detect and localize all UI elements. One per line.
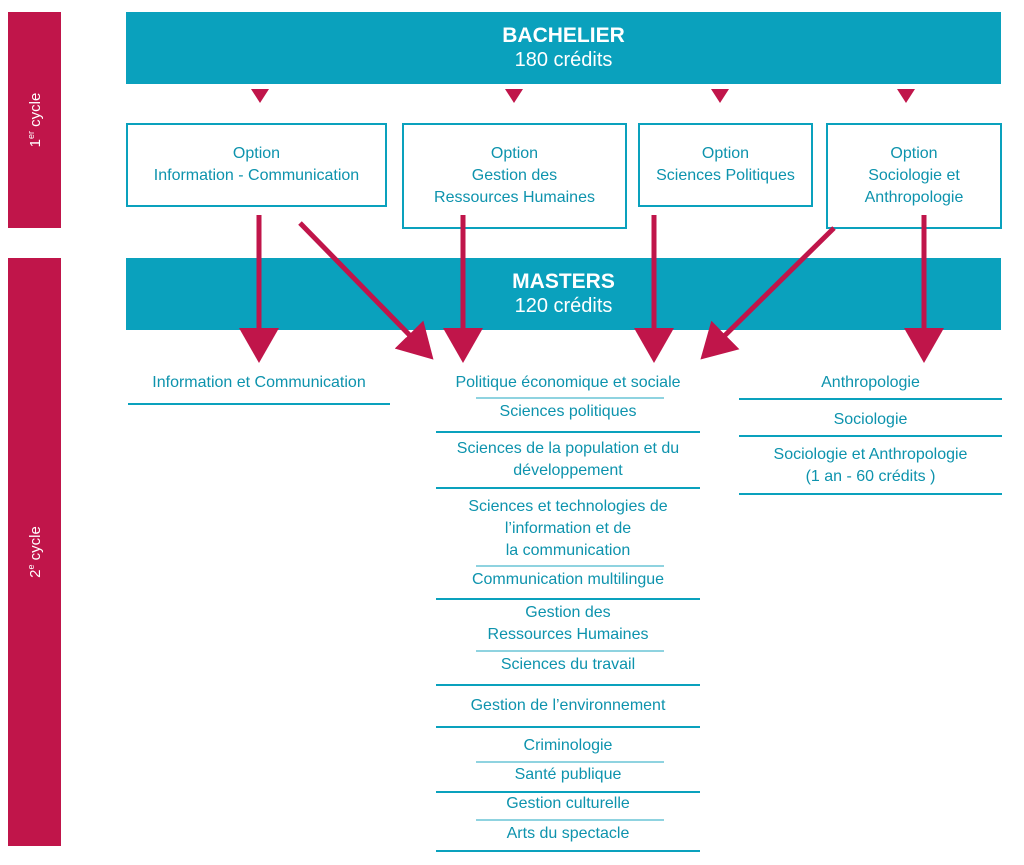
master-label-cont: (1 an - 60 crédits ) — [805, 468, 936, 485]
master-label: Santé publique — [514, 766, 622, 783]
option-name-cont: Anthropologie — [864, 189, 964, 206]
master-label: Anthropologie — [821, 374, 920, 391]
divider — [436, 850, 700, 852]
divider — [436, 726, 700, 728]
master-label: Sociologie et Anthropologie — [773, 446, 968, 463]
option-sciences-politiques: Option Sciences Politiques — [638, 123, 813, 207]
master-label: Criminologie — [523, 737, 613, 754]
triangle-arrow-icon — [251, 89, 269, 103]
master-criminologie: Criminologie — [436, 735, 700, 757]
divider — [128, 403, 390, 405]
divider — [436, 598, 700, 600]
master-politique-economique: Politique économique et sociale — [436, 372, 700, 394]
divider — [476, 819, 664, 821]
master-label-cont: la communication — [505, 542, 631, 559]
master-anthropologie: Anthropologie — [739, 372, 1002, 394]
master-communication-multilingue: Communication multilingue — [436, 569, 700, 591]
master-label: Sociologie — [833, 411, 908, 428]
bachelier-banner: BACHELIER 180 crédits — [126, 12, 1001, 84]
master-sante-publique: Santé publique — [436, 764, 700, 786]
master-label: Gestion des — [525, 604, 611, 621]
triangle-arrow-icon — [897, 89, 915, 103]
option-label: Option — [701, 145, 750, 162]
divider — [476, 565, 664, 567]
masters-title: MASTERS — [512, 270, 615, 293]
bachelier-credits: 180 crédits — [514, 49, 613, 71]
option-label: Option — [490, 145, 539, 162]
master-sociologie: Sociologie — [739, 409, 1002, 431]
second-cycle-bar: 2e cycle — [8, 258, 61, 846]
divider — [739, 435, 1002, 437]
master-gestion-culturelle: Gestion culturelle — [436, 793, 700, 815]
option-label: Option — [890, 145, 938, 162]
arrow-icon — [298, 221, 434, 360]
master-label: Gestion culturelle — [506, 795, 630, 812]
master-sociologie-anthropologie: Sociologie et Anthropologie (1 an - 60 c… — [739, 444, 1002, 488]
option-name: Sociologie et — [868, 167, 960, 184]
option-name: Gestion des — [471, 167, 558, 184]
master-label: Gestion de l’environnement — [470, 697, 666, 714]
master-label-cont: l’information et de — [504, 520, 632, 537]
first-cycle-bar: 1er cycle — [8, 12, 61, 228]
master-label-cont: Ressources Humaines — [487, 626, 649, 643]
triangle-arrow-icon — [711, 89, 729, 103]
masters-credits: 120 crédits — [514, 295, 613, 317]
bachelier-title: BACHELIER — [502, 24, 625, 47]
master-label: Communication multilingue — [471, 571, 665, 588]
divider — [436, 684, 700, 686]
master-label: Sciences et technologies de — [468, 498, 668, 515]
option-gestion-rh: Option Gestion des Ressources Humaines — [402, 123, 627, 229]
option-name-cont: Ressources Humaines — [434, 189, 595, 206]
masters-banner: MASTERS 120 crédits — [126, 258, 1001, 330]
divider — [476, 650, 664, 652]
master-label: Arts du spectacle — [506, 825, 630, 842]
master-arts-spectacle: Arts du spectacle — [436, 823, 700, 845]
divider — [436, 431, 700, 433]
master-label: Sciences de la population et du — [456, 440, 680, 457]
master-label: Information et Communication — [152, 374, 366, 391]
master-label: Sciences du travail — [500, 656, 636, 673]
option-label: Option — [232, 145, 281, 162]
master-label: Politique économique et sociale — [455, 374, 681, 391]
option-name: Information - Communication — [153, 167, 360, 184]
master-information-communication: Information et Communication — [128, 372, 390, 394]
master-label-cont: développement — [513, 462, 623, 479]
master-gestion-rh: Gestion des Ressources Humaines — [436, 602, 700, 646]
master-label: Sciences politiques — [499, 403, 637, 420]
divider — [476, 761, 664, 763]
divider — [476, 397, 664, 399]
master-sciences-population: Sciences de la population et du développ… — [436, 438, 700, 482]
option-information-communication: Option Information - Communication — [126, 123, 387, 207]
master-gestion-environnement: Gestion de l’environnement — [436, 695, 700, 717]
divider — [436, 791, 700, 793]
master-sciences-technologies: Sciences et technologies de l’informatio… — [436, 496, 700, 562]
divider — [739, 398, 1002, 400]
triangle-arrow-icon — [505, 89, 523, 103]
master-sciences-travail: Sciences du travail — [436, 654, 700, 676]
divider — [739, 493, 1002, 495]
option-name: Sciences Politiques — [656, 167, 795, 184]
divider — [436, 487, 700, 489]
option-sociologie-anthropologie: Option Sociologie et Anthropologie — [826, 123, 1002, 229]
arrow-icon — [700, 226, 836, 360]
master-sciences-politiques: Sciences politiques — [436, 401, 700, 423]
